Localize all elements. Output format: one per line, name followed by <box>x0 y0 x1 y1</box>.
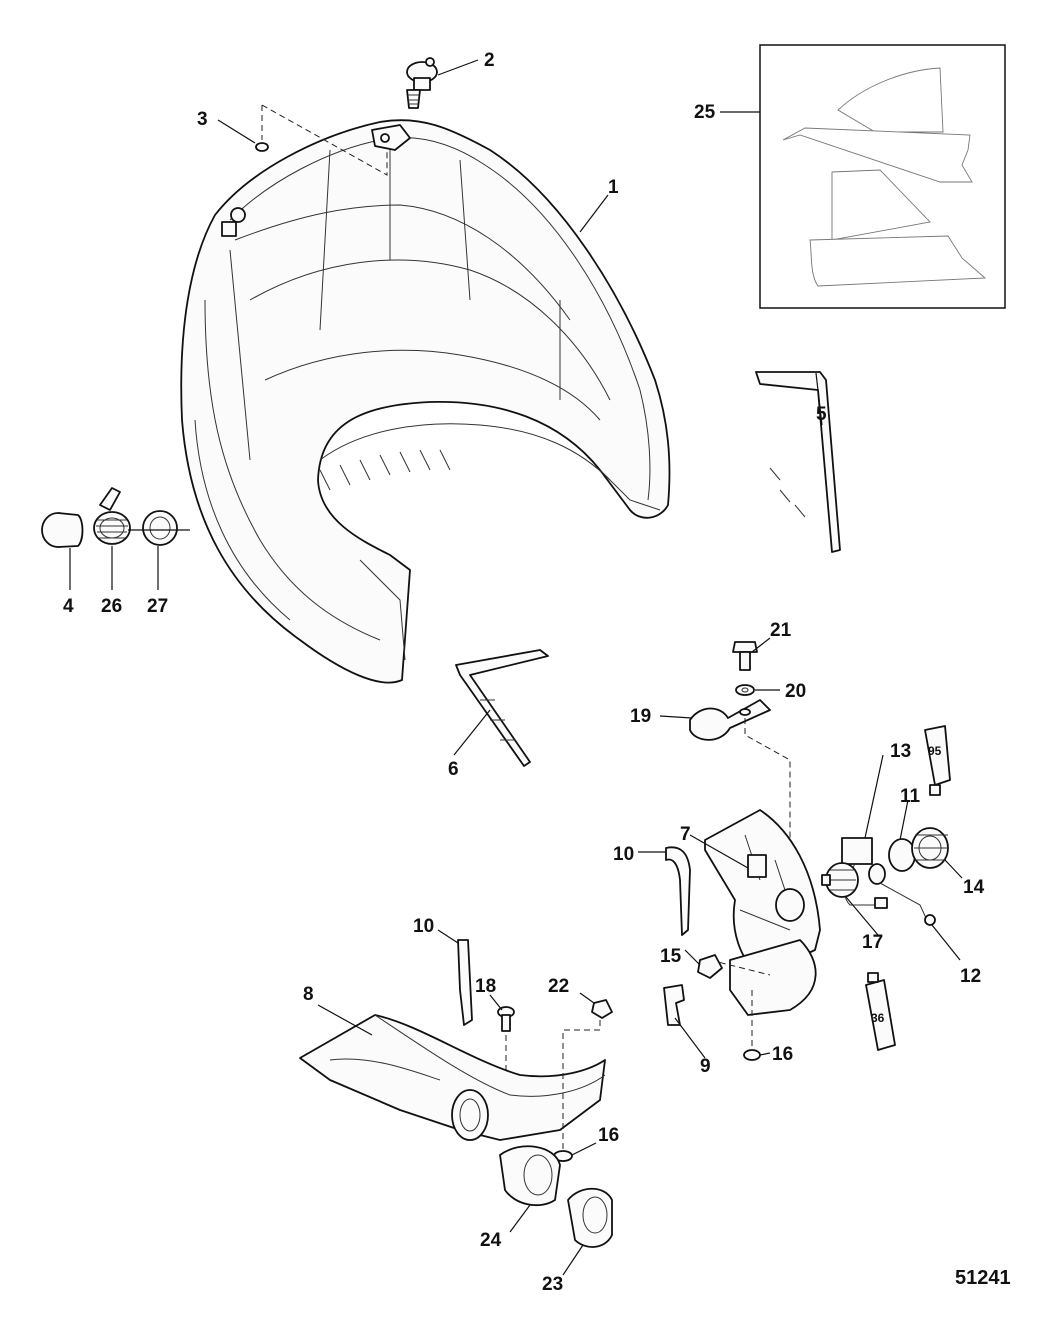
bolt-21 <box>732 641 758 671</box>
lower-cowl-bottom <box>729 939 817 1016</box>
callout-10-upper: 10 <box>613 844 634 865</box>
support-bracket-left <box>455 649 549 767</box>
sealant-tube-95: 95 <box>924 725 951 796</box>
washer-16-right <box>743 1049 761 1061</box>
screw-18 <box>497 1006 515 1032</box>
top-cowl <box>180 119 671 684</box>
lower-cowl-front <box>299 1014 606 1141</box>
seal-strip-upper <box>665 846 691 936</box>
callout-10-lower: 10 <box>413 916 434 937</box>
hose-clamp <box>93 487 131 545</box>
callout-22: 22 <box>548 976 569 997</box>
callout-20: 20 <box>785 681 806 702</box>
callout-27: 27 <box>147 596 168 617</box>
callout-17: 17 <box>862 932 883 953</box>
lower-cowl-aft <box>704 809 821 976</box>
callout-16-right: 16 <box>772 1044 793 1065</box>
callout-25: 25 <box>694 102 716 123</box>
callout-15: 15 <box>660 946 682 967</box>
grommet-24 <box>499 1145 561 1207</box>
tether-12 <box>868 863 936 926</box>
callout-5: 5 <box>816 404 827 425</box>
decal-set-box <box>759 44 1006 309</box>
callout-7: 7 <box>680 824 691 845</box>
hose-clip <box>689 699 771 741</box>
callout-6: 6 <box>448 759 459 780</box>
callout-9: 9 <box>700 1056 711 1077</box>
callout-3: 3 <box>197 109 208 130</box>
plug-cap <box>41 512 84 548</box>
lubricant-tube-36: 36 <box>865 972 896 1051</box>
hose-fitting-17 <box>821 862 859 898</box>
figure-number: 51241 <box>955 1267 1011 1289</box>
flat-washer-20 <box>735 684 755 696</box>
callout-12: 12 <box>960 966 981 987</box>
grommet <box>142 510 178 546</box>
callout-14: 14 <box>963 877 985 898</box>
latch-fastener <box>406 57 438 109</box>
callout-1: 1 <box>608 177 619 198</box>
callout-13: 13 <box>890 741 911 762</box>
o-ring-11 <box>888 838 916 872</box>
hex-nut-15 <box>697 954 723 979</box>
support-bracket-right <box>755 371 841 553</box>
tube-36-label: 36 <box>871 1011 885 1025</box>
callout-4: 4 <box>63 596 74 617</box>
fill-cap-14 <box>911 827 949 869</box>
boot-23 <box>567 1187 613 1248</box>
retainer-bracket <box>663 984 685 1026</box>
hex-nut-22 <box>591 999 613 1019</box>
callout-8: 8 <box>303 984 314 1005</box>
small-nut <box>255 142 269 152</box>
callout-2: 2 <box>484 50 495 71</box>
tube-95-label: 95 <box>928 744 942 758</box>
callout-21: 21 <box>770 620 792 641</box>
callout-19: 19 <box>630 706 651 727</box>
callout-11: 11 <box>900 786 921 807</box>
callout-16-left: 16 <box>598 1125 619 1146</box>
callout-24: 24 <box>480 1230 502 1251</box>
callout-23: 23 <box>542 1274 563 1295</box>
callout-18: 18 <box>475 976 496 997</box>
seal-strip-lower <box>457 939 473 1026</box>
callout-26: 26 <box>101 596 122 617</box>
